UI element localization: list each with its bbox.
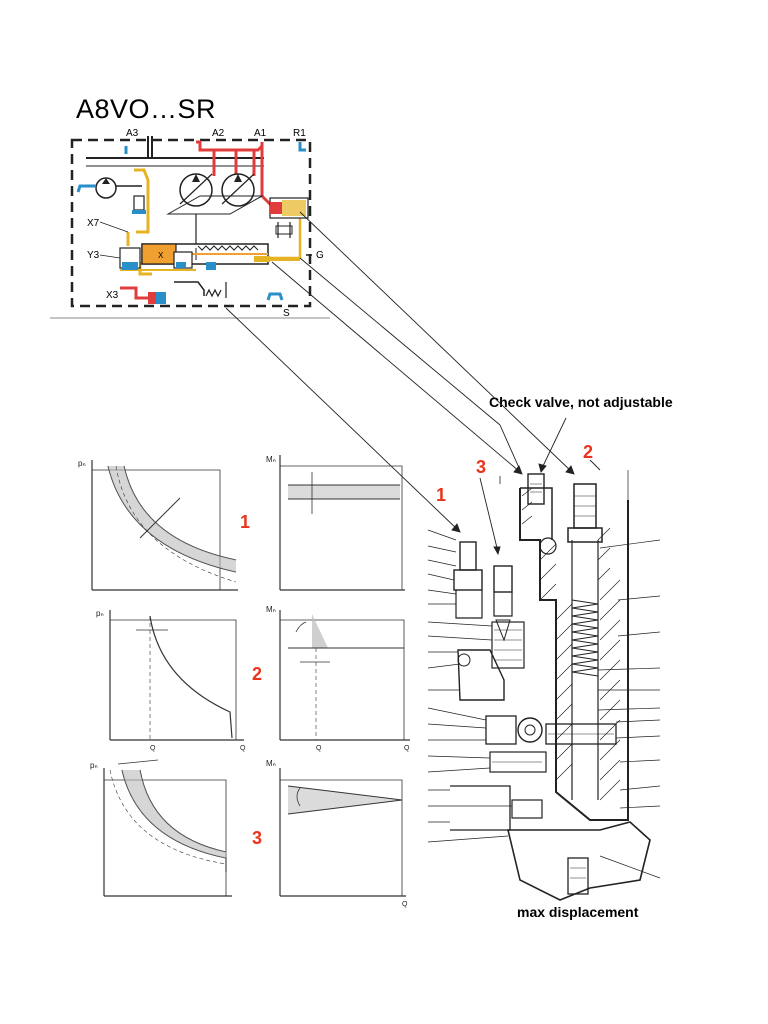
graph-2-torque-x-label-1: Q [316,745,322,752]
section-pin [517,717,543,743]
port-label-x3: X3 [106,290,119,301]
section-end-block [506,821,651,901]
tank-r1 [298,142,306,152]
port-label-s: S [283,308,290,319]
hydraulic-schematic: A3 A2 A1 R1 X7 Y3 X3 G S X [50,128,330,319]
cylinder-spring [197,245,259,251]
pilot-line-1 [134,168,150,234]
section-number-2: 2 [583,442,594,462]
graph-1-torque: Mₙ [266,455,405,591]
check-valve-callout: Check valve, not adjustable [489,394,673,410]
port-label-g: G [316,250,324,261]
port-label-x: X [158,251,164,260]
section-body [519,488,629,821]
graph-3-torque: Mₙ Q [266,759,408,908]
port-label-a1: A1 [254,128,267,139]
sectional-drawing [427,470,661,901]
graph-3-y-label: pₙ [90,761,98,770]
tank-line-left [76,184,96,193]
pressure-line-a1 [260,142,274,208]
section-hatching [521,487,621,801]
page-title: A8VO…SR [76,94,217,124]
pressure-line-a2 [196,140,264,152]
graph-2-x-label-1: Q [150,745,156,752]
max-displacement-callout: max displacement [517,904,639,920]
graph-number-2: 2 [252,664,263,684]
section-number-3: 3 [476,457,487,477]
tank-s [266,292,284,301]
graph-1-torque-label: Mₙ [266,455,276,464]
port-label-y3: Y3 [87,250,100,261]
port-label-x7: X7 [87,218,100,229]
leader-line-1 [225,307,459,531]
section-screw-1 [459,541,477,571]
port-label-r1: R1 [293,128,306,139]
housing-outline [70,138,312,308]
section-check-valve [527,473,545,505]
check-valve-pointer [542,417,567,467]
graphs: pₙ Mₙ pₙ Q Q [78,455,410,908]
graph-number-3: 3 [252,828,263,848]
graph-2-torque: Mₙ Q Q [266,605,410,752]
graph-2-torque-x-label-2: Q [404,745,410,752]
port-label-a2: A2 [212,128,225,139]
section-lever [457,649,505,701]
x3-valve [156,292,166,304]
graph-2-x-label-2: Q [240,745,246,752]
graph-2-torque-label: Mₙ [266,605,276,614]
graph-1-pressure: pₙ [78,459,238,591]
port-label-a3: A3 [126,128,139,139]
graph-2-y-label: pₙ [96,609,104,618]
x3-line [120,286,150,300]
graph-3-pressure: pₙ [90,759,232,897]
pilot-line-2 [268,210,302,260]
leader-lines [225,211,601,556]
section-spring [571,599,599,677]
graph-2-pressure: pₙ Q Q [96,609,246,752]
graph-3-torque-label: Mₙ [266,759,276,768]
relief-spring [205,288,222,298]
graph-number-1: 1 [240,512,251,532]
graph-1-y-label: pₙ [78,459,86,468]
section-number-1: 1 [436,485,447,505]
leader-line-2 [271,261,521,473]
leader-line-3 [299,211,573,473]
section-screw-3 [493,565,513,593]
graph-3-x-label: Q [402,901,408,908]
section-max-displacement-screw [567,857,589,895]
small-valve [133,195,145,211]
